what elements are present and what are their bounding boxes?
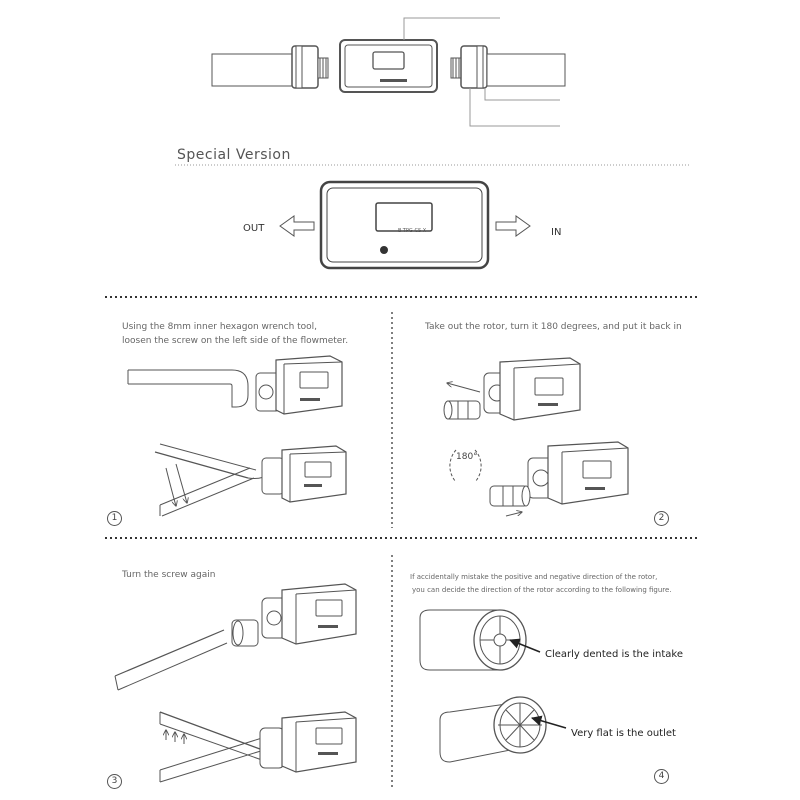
brand-mark-small (538, 403, 558, 406)
device-brand-label: B-TPG-CS-X (398, 228, 427, 234)
installed-flowmeter-illustration (211, 17, 566, 127)
outlet-label: Very flat is the outlet (571, 728, 676, 739)
special-version-title: Special Version (177, 147, 291, 163)
brand-logo-icon (380, 246, 388, 254)
step3-illustration (114, 583, 357, 783)
step4-instruction-line2: you can decide the direction of the roto… (412, 586, 672, 594)
in-arrow-icon (495, 215, 531, 237)
step2-instruction: Take out the rotor, turn it 180 degrees,… (425, 322, 682, 332)
step2-illustration (443, 357, 629, 517)
brand-mark-small (318, 752, 338, 755)
step4-instruction-line1: If accidentally mistake the positive and… (410, 573, 658, 581)
brand-mark-small (318, 625, 338, 628)
flow-in-label: IN (551, 227, 562, 238)
brand-mark-small (300, 398, 320, 401)
step1-illustration (127, 355, 347, 517)
intake-pointer (509, 638, 541, 653)
step1-instruction-line1: Using the 8mm inner hexagon wrench tool, (122, 322, 318, 332)
step1-instruction-line2: loosen the screw on the left side of the… (122, 336, 349, 346)
out-arrow-icon (279, 215, 315, 237)
intake-label: Clearly dented is the intake (545, 649, 683, 660)
step4-number-badge: 4 (654, 769, 669, 784)
special-version-flowmeter (319, 180, 490, 270)
brand-mark-small (304, 484, 322, 487)
rotor-outlet-illustration (439, 696, 547, 763)
step2-number-badge: 2 (654, 511, 669, 526)
rotation-label: 180° (456, 452, 478, 462)
step3-number-badge: 3 (107, 774, 122, 789)
step3-instruction: Turn the screw again (122, 570, 216, 580)
rotor-intake-illustration (419, 609, 527, 671)
outlet-pointer (530, 715, 567, 729)
brand-mark-small (585, 487, 605, 490)
brand-mark-small (380, 79, 407, 82)
flow-out-label: OUT (243, 223, 265, 234)
step1-number-badge: 1 (107, 511, 122, 526)
